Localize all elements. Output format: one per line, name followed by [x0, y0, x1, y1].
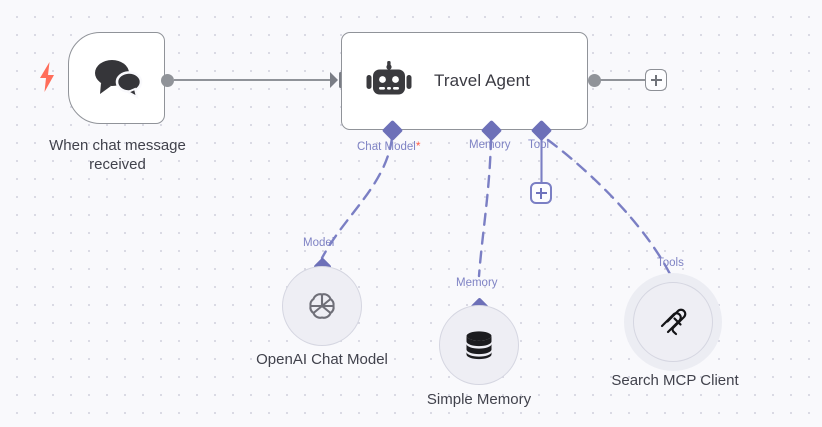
- node-label-trigger: When chat message received: [49, 137, 186, 173]
- node-openai-chat-model[interactable]: [282, 266, 362, 346]
- chat-bubbles-icon: [94, 60, 142, 99]
- node-label-search-mcp-client: Search MCP Client: [611, 372, 739, 389]
- node-search-mcp-client[interactable]: [633, 282, 713, 362]
- openai-port-label: Model: [303, 237, 335, 249]
- add-node-after-agent-button[interactable]: [645, 69, 667, 91]
- plus-vertical-bar: [539, 187, 543, 199]
- node-when-chat-message-received[interactable]: [68, 32, 165, 124]
- edge-tool-to-mcp-client: [546, 138, 673, 278]
- mcp-icon: [660, 308, 687, 336]
- agent-port-label-memory: Memory: [469, 139, 511, 151]
- robot-icon: [366, 61, 412, 95]
- agent-port-label-chat-model: Chat Model*: [357, 139, 420, 153]
- edge-memory-to-simple-memory: [477, 136, 493, 278]
- lightning-bolt-icon: [40, 62, 54, 92]
- node-label-openai-chat-model: OpenAI Chat Model: [256, 351, 388, 368]
- agent-port-label-chat-model-text: Chat Model: [357, 141, 416, 153]
- node-label-simple-memory: Simple Memory: [426, 391, 532, 408]
- mcp-client-port-label: Tools: [657, 257, 684, 269]
- openai-icon: [309, 293, 335, 319]
- agent-port-label-tool: Tool: [528, 139, 550, 151]
- agent-title: Travel Agent: [434, 71, 531, 90]
- node-simple-memory[interactable]: [439, 305, 519, 385]
- agent-output-port[interactable]: [588, 73, 601, 87]
- plus-vertical-bar: [655, 74, 657, 86]
- required-marker-icon: *: [415, 139, 421, 153]
- trigger-output-port[interactable]: [161, 73, 174, 87]
- simple-memory-port-label: Memory: [456, 277, 498, 289]
- add-tool-node-button[interactable]: [530, 182, 552, 204]
- database-icon: [466, 331, 492, 360]
- node-travel-agent[interactable]: Travel Agent: [341, 32, 588, 130]
